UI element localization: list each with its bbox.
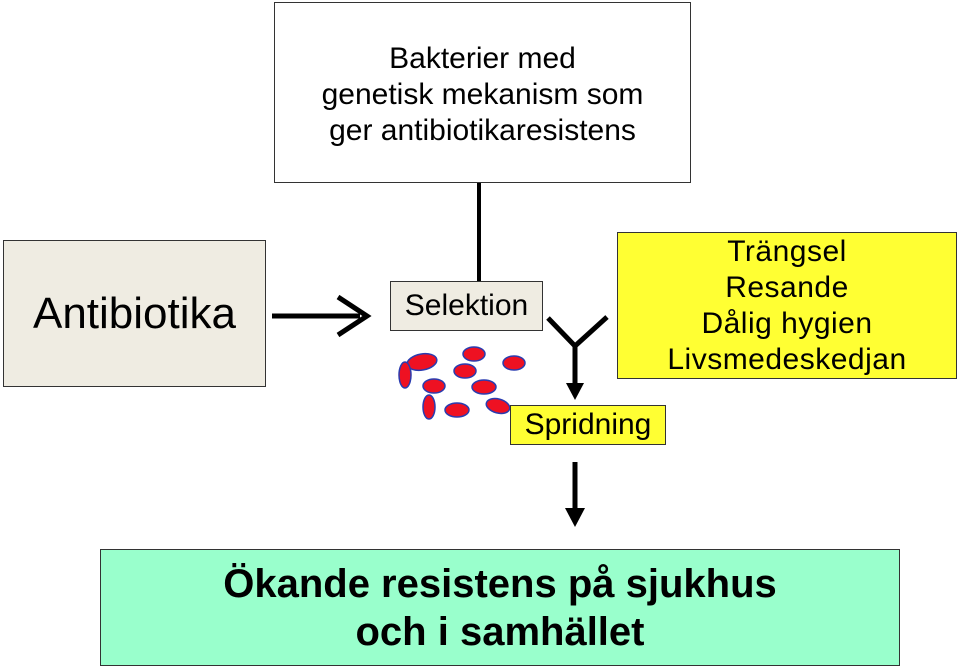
resistant-bacteria-box: Bakterier med genetisk mekanism som ger … xyxy=(274,2,691,183)
arrow-result-head xyxy=(565,508,585,527)
selektion-box: Selektion xyxy=(390,281,543,331)
bacterium xyxy=(422,378,446,394)
spread-factors-box: Trängsel Resande Dålig hygien Livsmedesk… xyxy=(617,232,957,379)
bacterium xyxy=(453,363,477,379)
factor-item: Livsmedeskedjan xyxy=(667,342,907,376)
spridning-label: Spridning xyxy=(524,408,652,441)
arrow-antibiotika-head xyxy=(336,294,372,338)
bacterium xyxy=(398,361,412,389)
result-line: och i samhället xyxy=(355,609,645,654)
bacterium xyxy=(471,379,497,395)
top-box-line: ger antibiotikaresistens xyxy=(329,113,636,147)
merge-line-right xyxy=(573,315,609,348)
bacterium xyxy=(485,397,511,415)
result-box: Ökande resistens på sjukhus och i samhäl… xyxy=(100,549,900,666)
factor-item: Trängsel xyxy=(727,234,847,268)
bacteria-cluster xyxy=(398,346,526,420)
bacterium xyxy=(444,402,470,418)
antibiotika-label: Antibiotika xyxy=(32,288,236,338)
arrow-to-spridning-head xyxy=(566,383,584,400)
factor-item: Dålig hygien xyxy=(701,306,873,340)
factor-item: Resande xyxy=(725,270,849,304)
selektion-label: Selektion xyxy=(404,289,529,322)
merge-line-left xyxy=(546,316,577,348)
bacterium xyxy=(462,346,486,362)
antibiotika-box: Antibiotika xyxy=(3,240,266,387)
bacterium xyxy=(422,394,436,420)
top-box-line: genetisk mekanism som xyxy=(321,77,644,111)
bacterium xyxy=(502,355,526,371)
spridning-box: Spridning xyxy=(510,405,666,445)
top-box-line: Bakterier med xyxy=(389,41,576,75)
result-line: Ökande resistens på sjukhus xyxy=(223,561,777,606)
